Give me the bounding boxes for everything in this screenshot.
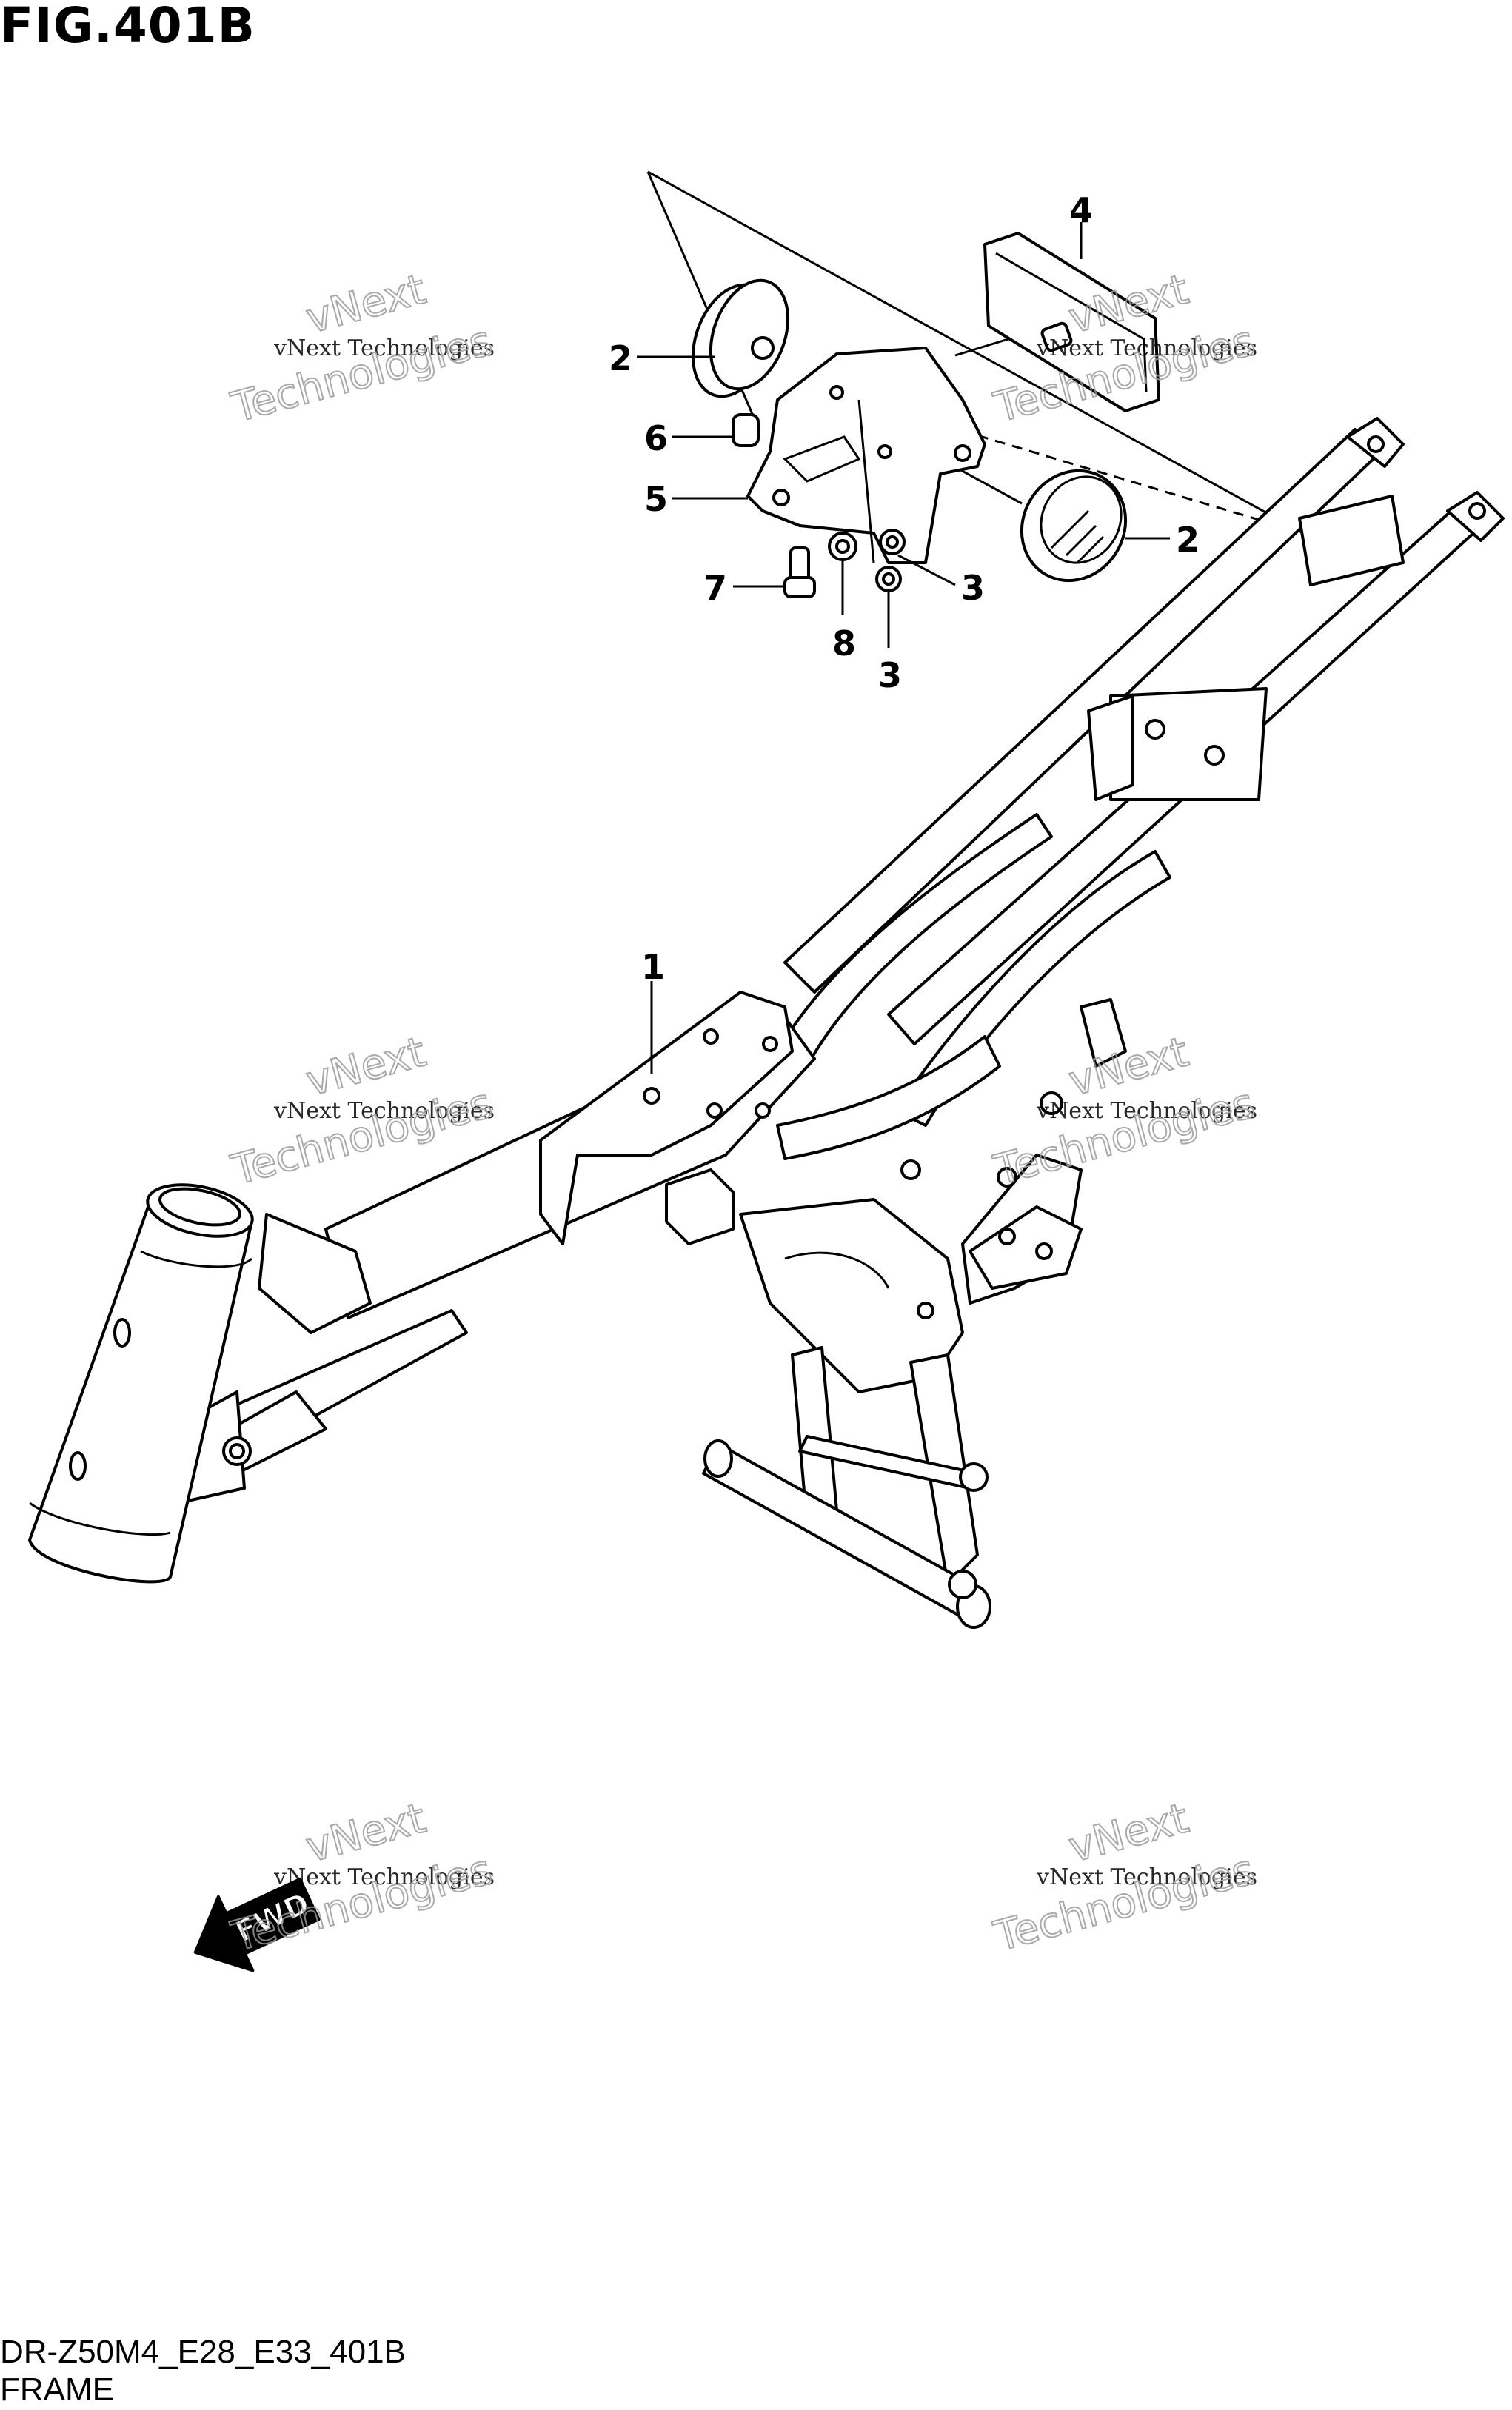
svg-text:vNext Technologies: vNext Technologies <box>1036 1864 1257 1890</box>
svg-text:vNext: vNext <box>1064 1794 1194 1872</box>
reflector-assembly <box>691 232 1160 598</box>
svg-text:vNext: vNext <box>301 265 431 343</box>
rear-reflector <box>983 232 1160 412</box>
main-frame <box>28 417 1505 1629</box>
watermark-4: vNext Technologies vNext Technologies <box>989 1027 1260 1195</box>
svg-text:vNext Technologies: vNext Technologies <box>273 1098 495 1124</box>
callout-7: 7 <box>703 568 727 608</box>
callout-4: 4 <box>1069 190 1093 230</box>
figure-name: FRAME <box>0 2371 114 2408</box>
reflector-bracket <box>746 347 986 564</box>
callout-numbers: 1 2 2 3 3 4 5 6 7 8 <box>609 190 1200 987</box>
figure-title: FIG.401B <box>0 0 255 54</box>
spacer <box>732 413 760 447</box>
svg-text:vNext Technologies: vNext Technologies <box>1036 335 1257 361</box>
callout-2-right: 2 <box>1176 520 1200 560</box>
svg-text:Technologies: Technologies <box>227 1846 497 1961</box>
svg-text:vNext Technologies: vNext Technologies <box>1036 1098 1257 1124</box>
callout-8: 8 <box>832 623 856 663</box>
leader-lines <box>637 222 1170 1074</box>
nuts <box>875 529 906 592</box>
callout-1: 1 <box>641 947 665 987</box>
reflector-right <box>1020 469 1128 583</box>
watermark-1: vNext Technologies vNext Technologies <box>226 264 498 432</box>
callout-6: 6 <box>644 418 668 458</box>
svg-text:vNext: vNext <box>301 1028 431 1105</box>
callout-5: 5 <box>644 479 668 519</box>
svg-text:vNext: vNext <box>301 1794 431 1872</box>
svg-text:vNext Technologies: vNext Technologies <box>273 1864 495 1890</box>
svg-text:Technologies: Technologies <box>989 1846 1260 1961</box>
bolt <box>783 546 816 598</box>
svg-text:vNext: vNext <box>1064 1028 1194 1105</box>
figure-code: DR-Z50M4_E28_E33_401B <box>0 2334 406 2370</box>
reflector-left <box>691 278 790 398</box>
watermark-5: vNext Technologies vNext Technologies <box>226 1793 498 1961</box>
callout-2-left: 2 <box>609 338 632 378</box>
svg-text:Technologies: Technologies <box>227 317 497 432</box>
callout-3-lower: 3 <box>878 655 902 695</box>
headstock-tube <box>28 1183 254 1584</box>
callout-3-upper: 3 <box>961 568 985 608</box>
svg-text:Technologies: Technologies <box>989 1080 1260 1195</box>
nut <box>828 532 857 561</box>
svg-text:vNext Technologies: vNext Technologies <box>273 335 495 361</box>
watermark-6: vNext Technologies vNext Technologies <box>989 1793 1260 1961</box>
